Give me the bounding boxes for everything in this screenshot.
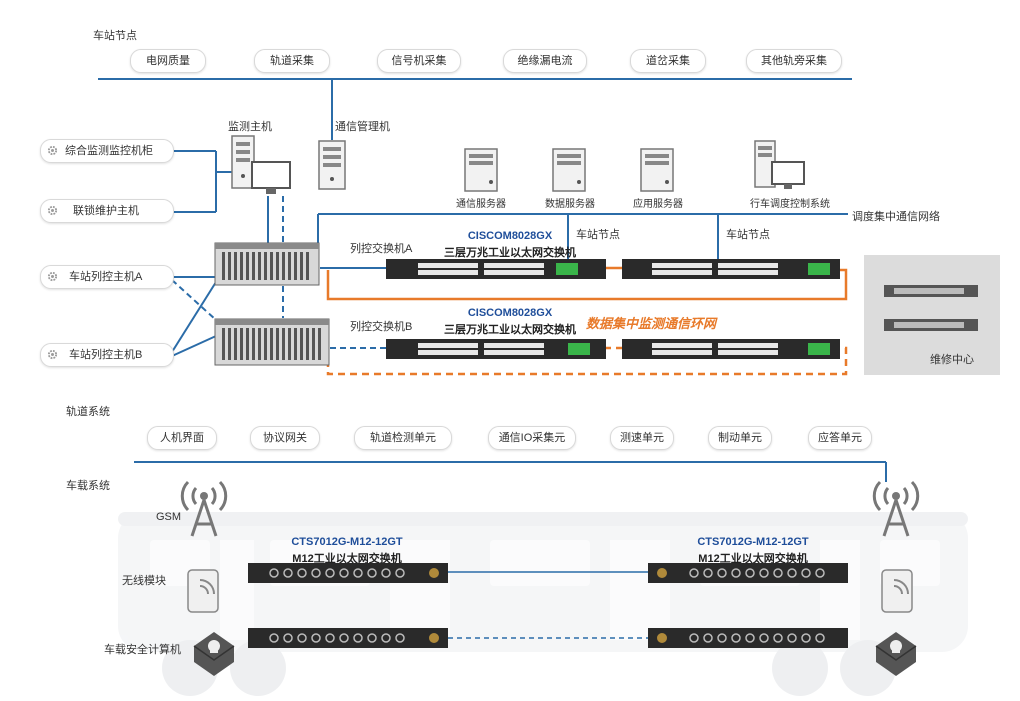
safety-computer-left-icon[interactable] bbox=[190, 626, 238, 678]
top-item-signal-acq[interactable]: 信号机采集 bbox=[377, 49, 461, 73]
left-item-label: 车站列控主机A bbox=[69, 271, 143, 283]
vehicle-switch-left-bottom[interactable] bbox=[248, 628, 448, 648]
gear-icon bbox=[47, 349, 58, 360]
track-item-protocol-gateway[interactable]: 协议网关 bbox=[250, 426, 320, 450]
comm-manager-label: 通信管理机 bbox=[335, 121, 390, 133]
safety-computer-label: 车载安全计算机 bbox=[104, 644, 181, 656]
track-item-hmi[interactable]: 人机界面 bbox=[147, 426, 217, 450]
station-node-section-label: 车站节点 bbox=[93, 30, 137, 42]
left-item-monitoring-cabinet[interactable]: 综合监测监控机柜 bbox=[40, 139, 174, 163]
switch-b1-device[interactable] bbox=[386, 339, 606, 359]
dispatch-system-icon[interactable] bbox=[754, 140, 806, 192]
app-server-label: 应用服务器 bbox=[633, 199, 683, 210]
wireless-module-left-icon[interactable] bbox=[186, 568, 222, 614]
dispatch-network-label: 调度集中通信网络 bbox=[852, 211, 940, 223]
wireless-module-right-icon[interactable] bbox=[880, 568, 916, 614]
comm-server-icon[interactable] bbox=[464, 148, 498, 192]
vehicle-switch-left-model: CTS7012G-M12-12GT bbox=[291, 536, 403, 548]
track-item-speed-unit[interactable]: 测速单元 bbox=[610, 426, 674, 450]
train-background bbox=[118, 512, 968, 696]
switch-a-label: 列控交换机A bbox=[350, 243, 413, 255]
gsm-label: GSM bbox=[156, 511, 182, 523]
top-item-other-wayside[interactable]: 其他轨旁采集 bbox=[746, 49, 842, 73]
station-node-b-label: 车站节点 bbox=[726, 229, 770, 241]
track-item-io-acq[interactable]: 通信IO采集元 bbox=[488, 426, 576, 450]
switch-b-desc: 三层万兆工业以太网交换机 bbox=[444, 324, 576, 336]
left-item-label: 综合监测监控机柜 bbox=[65, 145, 153, 157]
safety-computer-right-icon[interactable] bbox=[872, 626, 920, 678]
switch-b-model: CISCOM8028GX bbox=[467, 307, 553, 319]
left-item-label: 车站列控主机B bbox=[69, 349, 143, 361]
switch-a1-device[interactable] bbox=[386, 259, 606, 279]
top-item-switch-acq[interactable]: 道岔采集 bbox=[630, 49, 706, 73]
control-rack-b[interactable] bbox=[214, 318, 330, 366]
maintenance-center-panel: 维修中心 bbox=[864, 255, 1000, 375]
wireless-module-label: 无线模块 bbox=[122, 575, 166, 587]
left-item-control-host-b[interactable]: 车站列控主机B bbox=[40, 343, 174, 367]
station-node-a-label: 车站节点 bbox=[576, 229, 620, 241]
vehicle-switch-right-model: CTS7012G-M12-12GT bbox=[697, 536, 809, 548]
top-item-track-acq[interactable]: 轨道采集 bbox=[254, 49, 330, 73]
switch-b-label: 列控交换机B bbox=[350, 321, 413, 333]
data-server-icon[interactable] bbox=[552, 148, 586, 192]
left-item-label: 联锁维护主机 bbox=[73, 205, 139, 217]
monitor-host-icon[interactable] bbox=[230, 134, 294, 198]
track-item-balise-unit[interactable]: 应答单元 bbox=[808, 426, 872, 450]
app-server-icon[interactable] bbox=[640, 148, 674, 192]
vehicle-system-section-label: 车载系统 bbox=[66, 480, 110, 492]
track-item-brake-unit[interactable]: 制动单元 bbox=[708, 426, 772, 450]
switch-a-desc: 三层万兆工业以太网交换机 bbox=[444, 247, 576, 259]
control-rack-a[interactable] bbox=[214, 242, 320, 286]
vehicle-switch-left-top[interactable] bbox=[248, 563, 448, 583]
maintenance-center-label: 维修中心 bbox=[930, 354, 974, 366]
comm-manager-icon[interactable] bbox=[318, 140, 346, 190]
gear-icon bbox=[47, 145, 58, 156]
left-item-interlock-host[interactable]: 联锁维护主机 bbox=[40, 199, 174, 223]
vehicle-switch-left-desc: M12工业以太网交换机 bbox=[292, 553, 402, 565]
monitor-host-label: 监测主机 bbox=[228, 121, 272, 133]
ring-network-label: 数据集中监测通信环网 bbox=[586, 316, 717, 331]
switch-a2-device[interactable] bbox=[622, 259, 840, 279]
switch-a-model: CISCOM8028GX bbox=[467, 230, 553, 242]
vehicle-switch-right-top[interactable] bbox=[648, 563, 848, 583]
maintenance-switch-1[interactable] bbox=[884, 285, 978, 297]
comm-server-label: 通信服务器 bbox=[456, 199, 506, 210]
left-item-control-host-a[interactable]: 车站列控主机A bbox=[40, 265, 174, 289]
track-system-section-label: 轨道系统 bbox=[66, 406, 110, 418]
antenna-right-icon bbox=[872, 480, 920, 537]
track-item-detection-unit[interactable]: 轨道检测单元 bbox=[354, 426, 452, 450]
vehicle-switch-right-desc: M12工业以太网交换机 bbox=[698, 553, 808, 565]
gear-icon bbox=[47, 271, 58, 282]
top-item-insulation-leak[interactable]: 绝缘漏电流 bbox=[503, 49, 587, 73]
antenna-left-icon bbox=[180, 480, 228, 537]
top-item-grid-quality[interactable]: 电网质量 bbox=[130, 49, 206, 73]
gear-icon bbox=[47, 205, 58, 216]
data-server-label: 数据服务器 bbox=[545, 199, 595, 210]
vehicle-switch-right-bottom[interactable] bbox=[648, 628, 848, 648]
maintenance-switch-2[interactable] bbox=[884, 319, 978, 331]
switch-b2-device[interactable] bbox=[622, 339, 840, 359]
dispatch-system-label: 行车调度控制系统 bbox=[750, 199, 830, 210]
